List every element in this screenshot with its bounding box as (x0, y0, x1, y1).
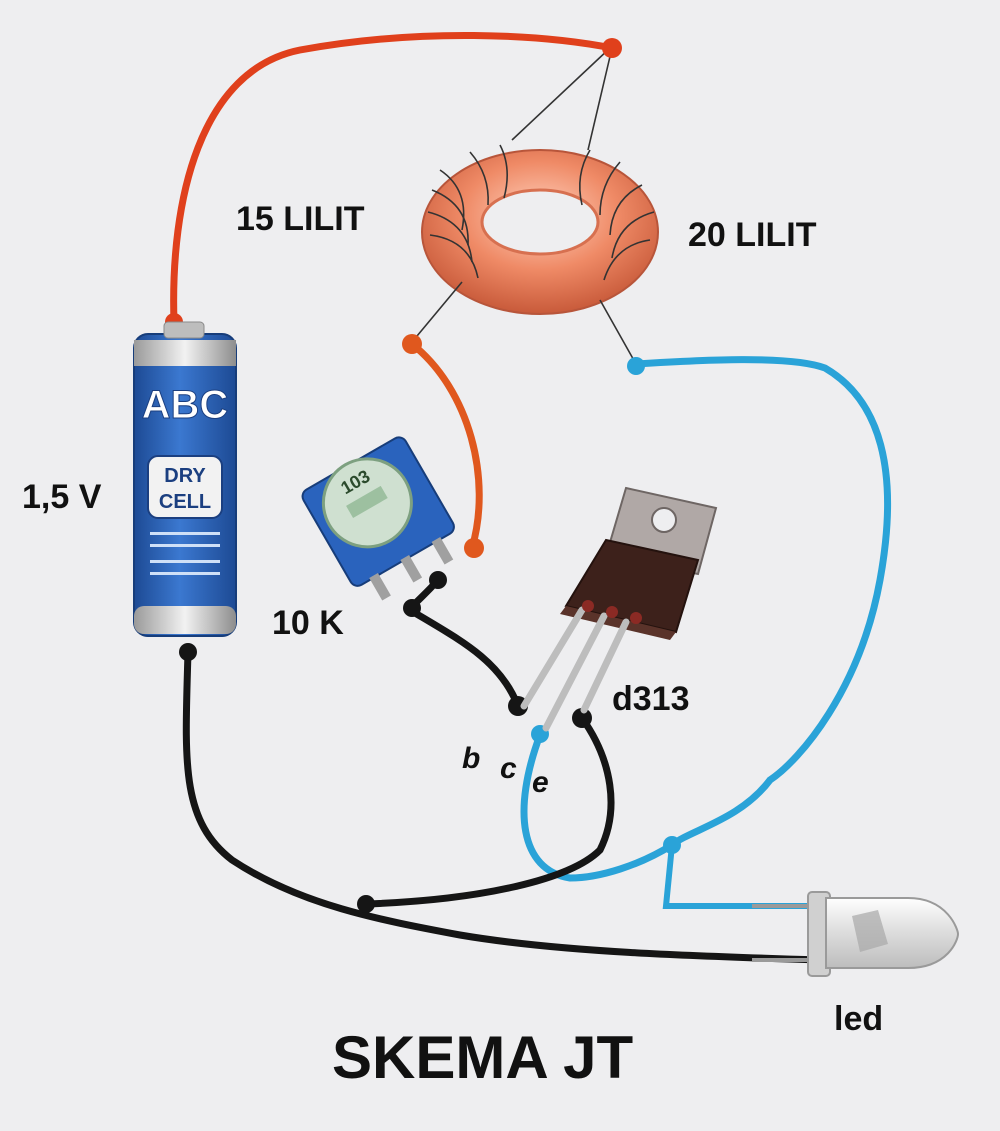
transistor (520, 486, 718, 732)
label-pin-b: b (462, 742, 480, 775)
emitter-wire (362, 714, 615, 908)
coil-to-trimmer-wire (408, 340, 483, 552)
label-led: led (834, 1000, 883, 1038)
label-voltage: 1,5 V (22, 478, 102, 516)
battery-type-line1: DRY (164, 465, 206, 487)
ground-wire (182, 648, 824, 964)
positive-wire (170, 32, 616, 326)
label-resistor: 10 K (272, 604, 344, 642)
toroid-coil (411, 47, 659, 365)
label-primary-turns: 15 LILIT (236, 200, 365, 238)
label-pin-e: e (532, 766, 549, 799)
battery: ABC DRY CELL (133, 321, 237, 637)
junction-dots (165, 38, 681, 913)
collector-wire (520, 356, 892, 882)
label-pin-c: c (500, 752, 517, 785)
label-secondary-turns: 20 LILIT (688, 216, 817, 254)
led-component (752, 891, 960, 977)
led-anode-wire (662, 842, 823, 909)
battery-brand: ABC (142, 383, 229, 427)
battery-type-line2: CELL (159, 491, 211, 513)
base-wire (405, 576, 522, 710)
trimmer-potentiometer: 103 (301, 436, 455, 601)
diagram-title: SKEMA JT (332, 1024, 633, 1091)
label-transistor: d313 (612, 680, 690, 718)
